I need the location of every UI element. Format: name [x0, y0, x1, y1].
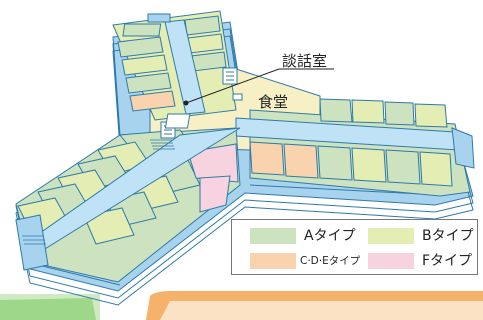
legend: Aタイプ Bタイプ C·D·Eタイプ Fタイプ — [231, 219, 478, 275]
legend-label: C·D·Eタイプ — [300, 255, 361, 267]
stairs-icon — [22, 235, 46, 245]
lounge-label: 談話室 — [282, 52, 328, 70]
legend-swatch — [250, 228, 296, 244]
lounge-leader — [185, 68, 280, 104]
elevator-icon — [222, 67, 238, 85]
stairs-icon — [150, 139, 175, 150]
lounge-dot — [183, 100, 189, 106]
legend-swatch — [368, 228, 414, 244]
legend-swatch — [368, 253, 414, 269]
southwest-wing — [15, 127, 241, 283]
room-marker — [164, 113, 191, 129]
legend-swatch — [250, 253, 296, 269]
legend-label: Fタイプ — [422, 253, 473, 269]
east-wing — [235, 98, 475, 197]
bottom-strips — [0, 291, 483, 320]
north-wing — [112, 10, 237, 121]
legend-label: Bタイプ — [422, 228, 474, 244]
room-marker — [232, 93, 243, 101]
legend-label: Aタイプ — [304, 228, 356, 244]
dining-label: 食堂 — [258, 93, 289, 111]
